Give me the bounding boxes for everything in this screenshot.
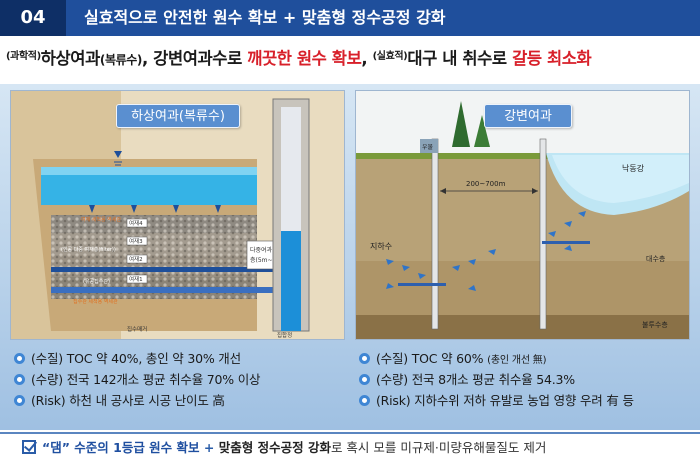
bullet-text: (Risk) 지하수위 저하 유발로 농업 영향 우려 有 등 (376, 393, 634, 408)
collection-well-water (281, 231, 301, 331)
bullet-text: (수질) TOC 약 40%, 총인 약 30% 개선 (31, 351, 241, 366)
label-collection-pipe: (유공집수관) (83, 278, 110, 285)
footer-highlight-1: “댐” 수준의 1등급 원수 확보 (42, 440, 200, 455)
collector-right (542, 241, 590, 244)
label-pipe-backwash: 집수관 세척용 역세관 (73, 298, 118, 305)
subtitle-part-3: 대구 내 취수로 (407, 49, 513, 68)
bullet-dot-icon (14, 395, 25, 406)
footer-highlight-2: 맞춤형 정수공정 강화 (218, 440, 331, 455)
footer-divider (0, 432, 700, 434)
footer-plus: + (199, 440, 219, 455)
riverbank-filtration-diagram: 우물 200~700m 낙동강 지하수 대수층 불투수층 (356, 91, 689, 339)
water-level-marker (114, 151, 122, 158)
bullet-dot-icon (359, 374, 370, 385)
riverbed-filtration-tag: 하상여과(복류수) (116, 104, 240, 128)
layer-tag-4: 여재4 (129, 219, 143, 227)
collector-left (398, 283, 446, 286)
bullet-dot-icon (14, 353, 25, 364)
riverbed-filtration-diagram: 여재 세척용 역세관 (인공 다중 여재층(filter)) (유공집수관) 집… (11, 91, 344, 339)
groundwater-arrows (386, 211, 586, 291)
river-surface (552, 155, 689, 203)
grass-strip (356, 153, 689, 159)
flow-arrows (89, 205, 221, 213)
collection-pipe (51, 287, 273, 293)
subtitle-highlight-1: 깨끗한 원수 확보 (247, 49, 362, 68)
bullet-item: (수질) TOC 약 60% (총인 개선 無) (359, 348, 699, 369)
bullet-item: (수량) 전국 142개소 평균 취수율 70% 이상 (14, 369, 354, 390)
well-left (431, 138, 439, 330)
bullet-item: (수질) TOC 약 40%, 총인 약 30% 개선 (14, 348, 354, 369)
riverbank-filtration-tag: 강변여과 (484, 104, 572, 128)
tree-2 (474, 115, 490, 147)
label-distance: 200~700m (466, 180, 506, 188)
subtitle-highlight-2: 갈등 최소화 (512, 49, 592, 68)
bullet-item: (Risk) 지하수위 저하 유발로 농업 영향 우려 有 등 (359, 390, 699, 411)
water-surface (41, 167, 257, 175)
riverbed-bullet-list: (수질) TOC 약 40%, 총인 약 30% 개선 (수량) 전국 142개… (14, 348, 354, 411)
subtitle-note-2: (실효적) (372, 51, 408, 62)
bullet-dot-icon (14, 374, 25, 385)
header-bar: 04 실효적으로 안전한 원수 확보 + 맞춤형 정수공정 강화 (0, 0, 700, 36)
subtitle: (과학적)하상여과(복류수), 강변여과수로 깨끗한 원수 확보, (실효적)대… (6, 46, 592, 72)
multi-filter-label-1: 다중여과 (250, 246, 273, 254)
label-filter-layer: (인공 다중 여재층(filter)) (61, 246, 116, 253)
subtitle-part-2: , 강변여과수로 (141, 49, 248, 68)
checkbox-icon (22, 440, 36, 454)
bullet-text: (수량) 전국 142개소 평균 취수율 70% 이상 (31, 372, 261, 387)
footer-summary: “댐” 수준의 1등급 원수 확보 + 맞춤형 정수공정 강화로 혹시 모를 미… (22, 436, 546, 460)
label-collection-conduit: 집수매거 (127, 325, 147, 333)
bullet-item: (수량) 전국 8개소 평균 취수율 54.3% (359, 369, 699, 390)
label-river: 낙동강 (622, 163, 645, 173)
bullet-item: (Risk) 하천 내 공사로 시공 난이도 高 (14, 390, 354, 411)
riverbank-filtration-panel: 우물 200~700m 낙동강 지하수 대수층 불투수층 (355, 90, 690, 340)
bullet-text: (수량) 전국 8개소 평균 취수율 54.3% (376, 372, 575, 387)
subtitle-part-1-small: (복류수) (99, 53, 142, 67)
label-impermeable: 불투수층 (642, 320, 668, 329)
well-right (539, 138, 547, 330)
backwash-pipe (51, 267, 273, 272)
label-media-backwash: 여재 세척용 역세관 (81, 216, 121, 223)
gravel-texture (51, 215, 257, 299)
subtitle-comma: , (361, 49, 373, 68)
multi-filter-label-2: 층(5m~) (250, 256, 275, 264)
impermeable-layer (356, 315, 689, 339)
riverbank-bullet-list: (수질) TOC 약 60% (총인 개선 無) (수량) 전국 8개소 평균 … (359, 348, 699, 411)
riverbed-filtration-panel: 여재 세척용 역세관 (인공 다중 여재층(filter)) (유공집수관) 집… (10, 90, 345, 340)
bullet-note: (총인 개선 無) (487, 355, 547, 366)
subtitle-part-1: 하상여과 (40, 49, 101, 68)
footer-rest: 로 혹시 모를 미규제·미량유해물질도 제거 (330, 440, 547, 455)
subtitle-note-1: (과학적) (6, 51, 41, 62)
label-well: 우물 (422, 144, 434, 151)
label-groundwater: 지하수 (370, 241, 392, 251)
label-aquifer: 대수층 (646, 254, 666, 263)
section-title: 실효적으로 안전한 원수 확보 + 맞춤형 정수공정 강화 (84, 8, 446, 27)
bullet-dot-icon (359, 353, 370, 364)
well-house (420, 139, 438, 153)
bullet-text: (Risk) 하천 내 공사로 시공 난이도 高 (31, 393, 225, 408)
label-collection-well: 집합정 (277, 331, 292, 339)
layer-tag-3: 여재3 (129, 237, 143, 245)
bullet-dot-icon (359, 395, 370, 406)
layer-tag-2: 여재2 (129, 255, 143, 263)
tree-1 (452, 101, 470, 147)
section-number: 04 (0, 0, 66, 36)
bullet-text: (수질) TOC 약 60% (376, 351, 488, 366)
layer-tag-1: 여재1 (129, 275, 143, 283)
